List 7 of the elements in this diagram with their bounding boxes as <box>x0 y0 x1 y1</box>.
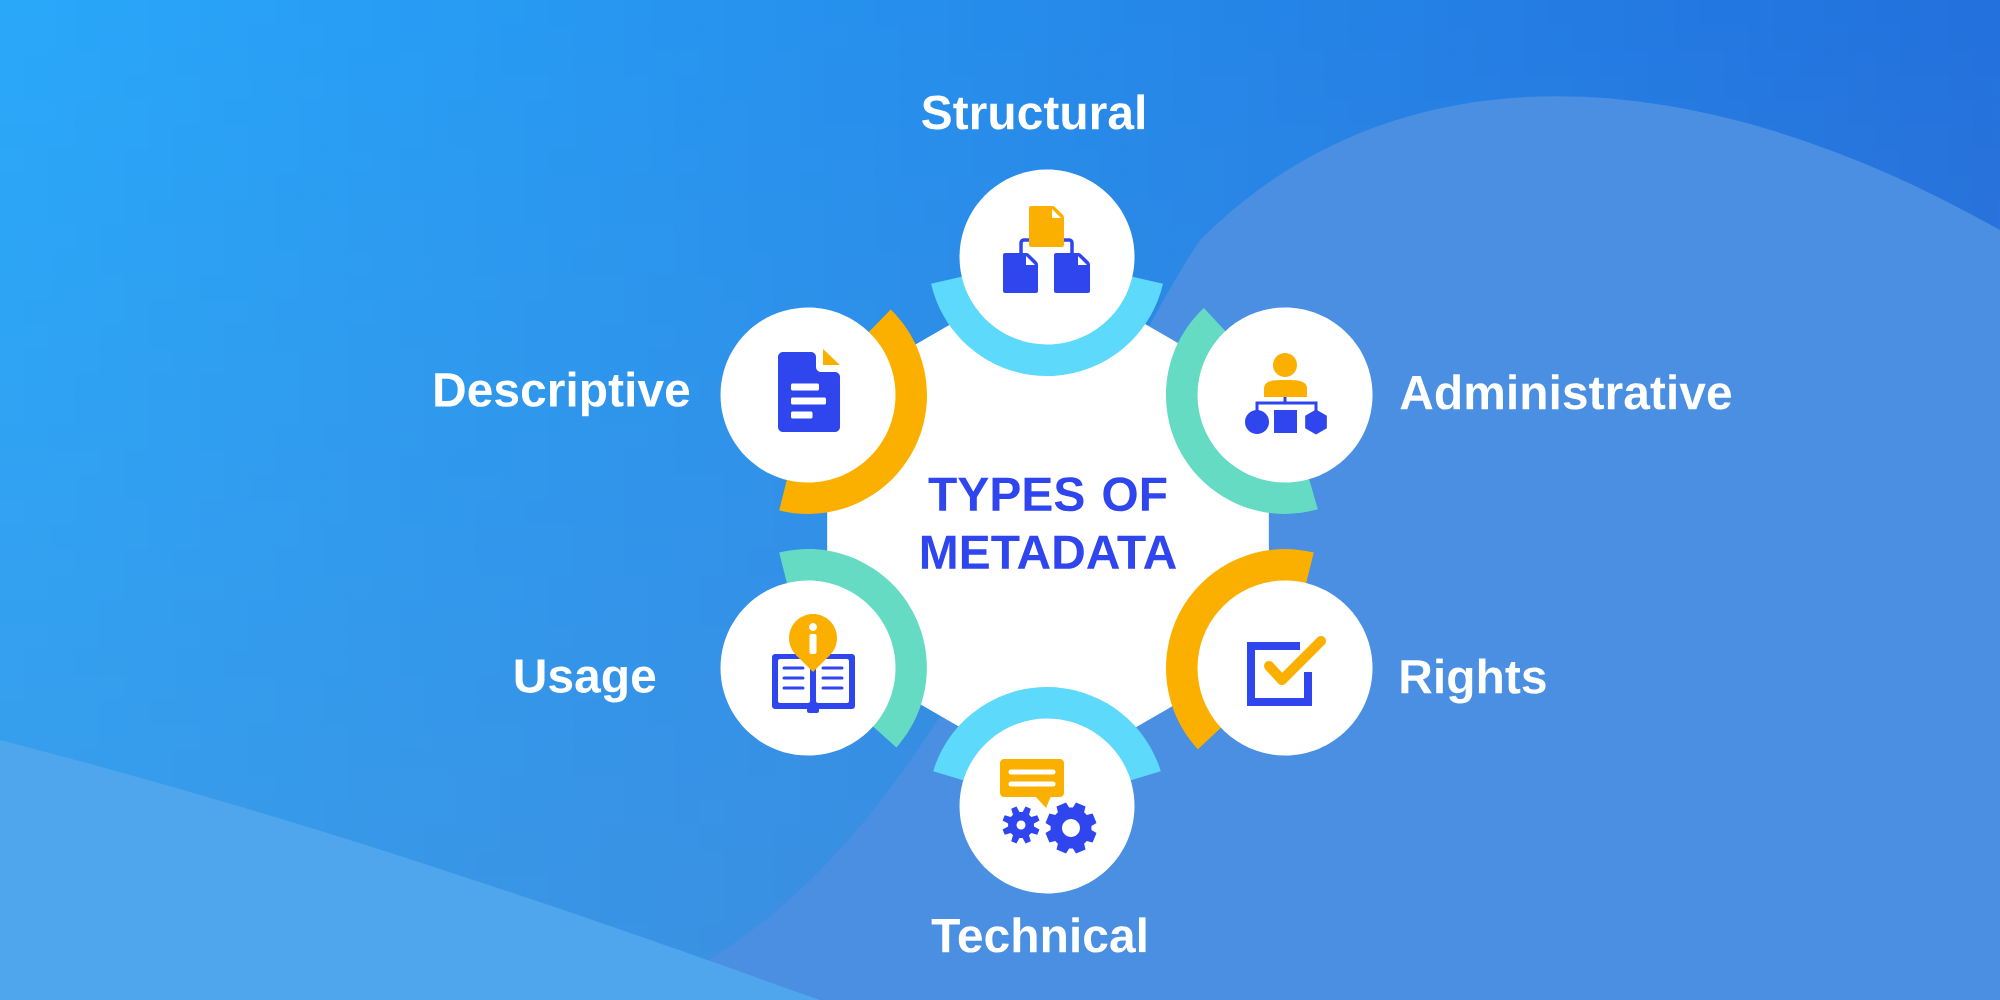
category-label: Administrative <box>1400 374 1731 410</box>
category-label: Technical <box>931 917 1146 953</box>
category-label: Descriptive <box>435 371 690 417</box>
category-label: Usage <box>515 659 656 703</box>
category-label: Rights <box>1401 658 1546 704</box>
category-label: Structural <box>922 94 1144 130</box>
node-label: TYPES OF METADATA <box>921 477 1177 569</box>
